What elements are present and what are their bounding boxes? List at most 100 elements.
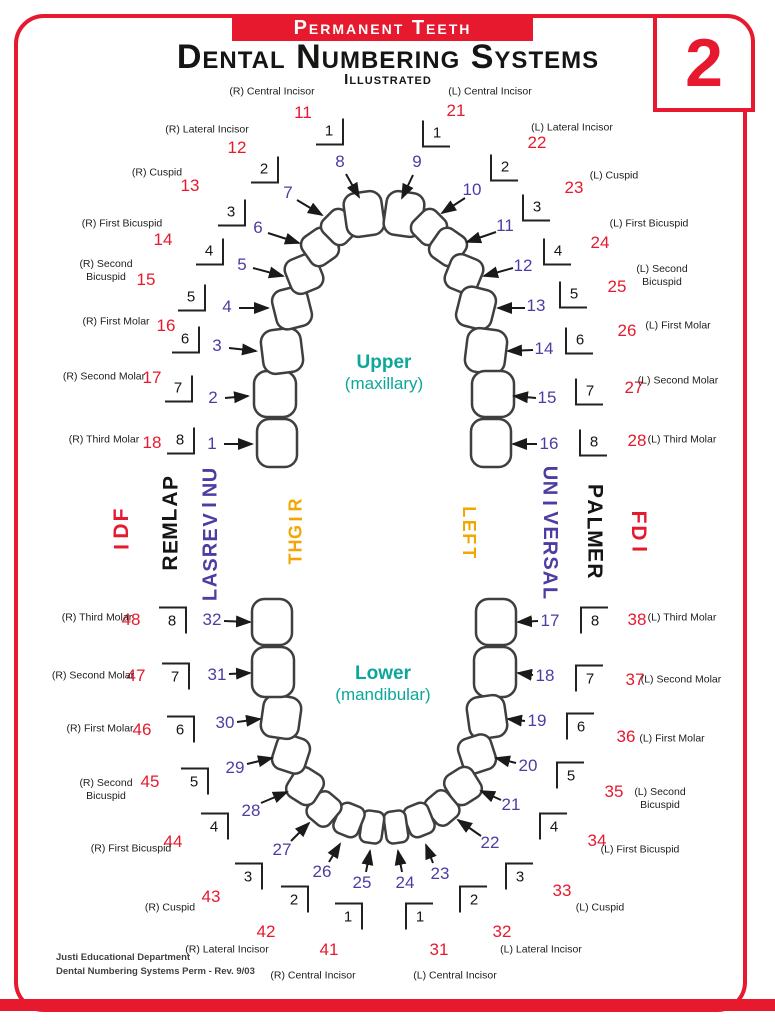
universal-number: 19 (527, 711, 547, 730)
universal-number: 1 (207, 434, 217, 453)
palmer-number: 7 (585, 382, 595, 400)
pointer-arrow (246, 755, 274, 768)
universal-number: 28 (241, 801, 261, 820)
palmer-number: 3 (532, 198, 542, 216)
pointer-arrow (224, 391, 250, 404)
palmer-notation: 5 (178, 284, 206, 312)
universal-number: 18 (535, 666, 555, 685)
palmer-notation: 6 (565, 327, 593, 355)
universal-number: 24 (395, 873, 415, 892)
palmer-notation: 6 (172, 326, 200, 354)
fdi-number: 33 (552, 881, 572, 900)
universal-number: 23 (430, 864, 450, 883)
tooth-name-label: (L) First Bicuspid (609, 217, 689, 230)
universal-number: 21 (501, 795, 521, 814)
bottom-red-bar (0, 999, 775, 1011)
universal-number: 22 (480, 833, 500, 852)
palmer-notation: 2 (281, 885, 309, 913)
fdi-number: 41 (319, 940, 339, 959)
fdi-number: 36 (616, 727, 636, 746)
tooth-shape (250, 597, 294, 647)
palmer-notation: 1 (422, 120, 450, 148)
palmer-number: 2 (500, 158, 510, 176)
tooth-shape (284, 765, 326, 807)
palmer-notation: 2 (490, 154, 518, 182)
fdi-number: 37 (625, 670, 645, 689)
palmer-number: 6 (180, 330, 190, 348)
fdi-number: 26 (617, 321, 637, 340)
tooth-shape (255, 417, 299, 469)
tooth-name-label: (R) Lateral Incisor (165, 123, 249, 136)
upper-arch-title: Upper (356, 352, 412, 373)
universal-number: 15 (537, 388, 557, 407)
tooth-shape (454, 285, 498, 331)
universal-number: 29 (225, 758, 245, 777)
tooth-shape (270, 733, 312, 775)
fdi-number: 13 (180, 176, 200, 195)
palmer-number: 4 (204, 242, 214, 260)
footer-line2: Dental Numbering Systems Perm - Rev. 9/0… (56, 965, 255, 977)
palmer-number: 4 (209, 818, 219, 836)
universal-number: 12 (513, 256, 533, 275)
pointer-arrow (345, 173, 360, 199)
pointer-arrow (394, 849, 407, 873)
palmer-notation: 8 (159, 606, 187, 634)
palmer-number: 2 (289, 891, 299, 909)
lower-arch-subtitle: (mandibular) (335, 685, 431, 704)
palmer-notation: 2 (459, 885, 487, 913)
universal-number: 11 (496, 216, 514, 235)
fdi-number: 24 (590, 233, 610, 252)
palmer-notation: 4 (201, 812, 229, 840)
fdi-number: 28 (627, 431, 647, 450)
universal-number: 16 (539, 434, 559, 453)
pointer-arrow (425, 843, 437, 864)
palmer-notation: 3 (218, 199, 246, 227)
pointer-arrow (494, 755, 517, 768)
universal-number: 17 (540, 611, 560, 630)
tooth-name-label: (R) First Bicuspid (90, 842, 172, 855)
tooth-name-label: (L) Third Molar (647, 433, 717, 446)
universal-number: 13 (526, 296, 546, 315)
footer-credit: Justi Educational Department Dental Numb… (56, 951, 255, 979)
tooth-shape (474, 597, 518, 647)
universal-number: 32 (202, 610, 222, 629)
palmer-notation: 1 (316, 118, 344, 146)
tooth-name-label: (R) Third Molar (68, 433, 140, 446)
tooth-shape (443, 252, 485, 296)
tooth-name-label: (L) First Bicuspid (600, 843, 680, 856)
tooth-shape (259, 326, 305, 376)
page-title: Dental Numbering Systems (176, 38, 600, 76)
palmer-notation: 4 (539, 812, 567, 840)
footer-line1: Justi Educational Department (56, 952, 191, 963)
pointer-arrow (440, 197, 466, 215)
palmer-notation: 1 (405, 902, 433, 930)
fdi-number: 48 (121, 610, 141, 629)
tooth-name-label: (L) Second Bicuspid (634, 785, 686, 811)
tooth-name-label: (L) Lateral Incisor (531, 121, 613, 134)
pointer-arrow (516, 668, 534, 681)
palmer-number: 8 (589, 433, 599, 451)
tooth-name-label: (L) Cuspid (575, 901, 625, 914)
palmer-number: 2 (259, 160, 269, 178)
page-number-box: 2 (653, 14, 755, 112)
tooth-name-label: (L) Lateral Incisor (500, 943, 582, 956)
palmer-number: 5 (569, 285, 579, 303)
tooth-name-label: (R) Lateral Incisor (185, 943, 269, 956)
palmer-notation: 6 (167, 715, 195, 743)
tooth-name-label: (L) Second Molar (640, 673, 722, 686)
tooth-name-label: (L) First Molar (639, 732, 705, 745)
palmer-notation: 7 (575, 664, 603, 692)
pointer-arrow (267, 232, 301, 245)
tooth-name-label: (L) Central Incisor (413, 969, 497, 982)
tooth-name-label: (L) Second Bicuspid (636, 262, 688, 288)
palmer-number: 8 (590, 612, 600, 630)
palmer-notation: 3 (235, 862, 263, 890)
tooth-name-label: (R) Second Molar (51, 669, 135, 682)
palmer-number: 4 (553, 242, 563, 260)
universal-number: 8 (335, 152, 345, 171)
